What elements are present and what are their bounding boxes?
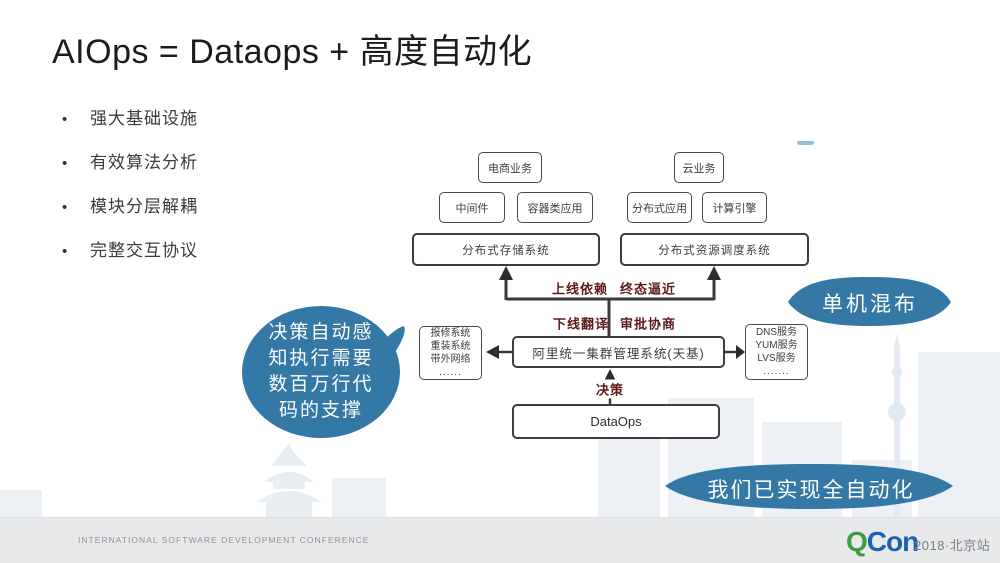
box-label: 电商业务 (488, 162, 532, 175)
bullet-item-protocol: • 完整交互协议 (62, 236, 198, 261)
bullet-item-algorithm: • 有效算法分析 (62, 148, 198, 173)
bullet-dot: • (62, 111, 69, 128)
box-dns-services: DNS服务 YUM服务 LVS服务 ....... (745, 324, 808, 380)
box-dataops: DataOps (512, 404, 720, 439)
box-middleware: 中间件 (439, 192, 505, 223)
conference-edition: 2018·北京站 (914, 538, 991, 553)
bubble-line: 知执行需要 (268, 348, 374, 369)
box-line: 重装系统 (430, 341, 471, 352)
box-compute-engine: 计算引擎 (702, 192, 767, 223)
slide-title-cjk: 高度自动化 (359, 33, 533, 71)
bullet-item-infrastructure: • 强大基础设施 (62, 104, 198, 129)
label-approval-negotiate: 审批协商 (619, 316, 677, 332)
box-label: 计算引擎 (712, 202, 757, 215)
box-label: DataOps (590, 414, 642, 429)
box-container-apps: 容器类应用 (517, 192, 593, 223)
bubble-line: 决策自动感 (268, 322, 374, 343)
box-tianji-cluster-management: 阿里统一集群管理系统(天基) (512, 336, 725, 368)
box-line: ...... (439, 367, 462, 378)
box-label: 中间件 (455, 202, 489, 215)
box-distributed-scheduler: 分布式资源调度系统 (620, 233, 809, 266)
qcon-logo-q: Q (846, 526, 868, 557)
decorative-dash (797, 141, 814, 145)
box-line: YUM服务 (755, 340, 798, 351)
box-line: 报修系统 (430, 328, 471, 339)
bullet-label: 有效算法分析 (90, 153, 198, 172)
bubble-left-caption: 决策自动感 知执行需要 数百万行代 码的支撑 (246, 320, 396, 424)
bullet-dot: • (62, 243, 69, 260)
box-distributed-apps: 分布式应用 (627, 192, 692, 223)
bullet-dot: • (62, 199, 69, 216)
label-final-state-approach: 终态逼近 (619, 281, 677, 297)
box-label: 分布式应用 (632, 202, 687, 215)
bubble-right-caption: 单机混布 (822, 292, 918, 316)
bullet-dot: • (62, 155, 69, 172)
qcon-logo-con: Con (866, 526, 919, 557)
box-repair-systems: 报修系统 重装系统 带外网络 ...... (419, 326, 482, 380)
box-label: 容器类应用 (527, 202, 583, 215)
conference-tagline: INTERNATIONAL SOFTWARE DEVELOPMENT CONFE… (78, 535, 370, 545)
box-label: 阿里统一集群管理系统(天基) (532, 346, 705, 361)
bubble-line: 码的支撑 (278, 400, 363, 421)
label-decision: 决策 (592, 379, 628, 399)
box-line: DNS服务 (755, 327, 798, 338)
footer-bar: INTERNATIONAL SOFTWARE DEVELOPMENT CONFE… (0, 517, 1000, 563)
label-online-dependency: 上线依赖 (551, 281, 609, 297)
box-ecommerce-business: 电商业务 (478, 152, 542, 183)
bullet-label: 模块分层解耦 (90, 197, 198, 216)
box-line: 带外网络 (430, 354, 471, 365)
box-label: 分布式存储系统 (462, 244, 550, 257)
box-label: 云业务 (682, 162, 716, 175)
box-distributed-storage: 分布式存储系统 (412, 233, 600, 266)
bubble-bottom-caption: 我们已实现全自动化 (707, 478, 915, 502)
bullet-item-decoupling: • 模块分层解耦 (62, 192, 198, 217)
box-cloud-business: 云业务 (674, 152, 724, 183)
bullet-label: 完整交互协议 (90, 241, 198, 260)
qcon-logo: QCon (846, 526, 919, 558)
label-offline-translate: 下线翻译 (552, 316, 610, 332)
box-label: 分布式资源调度系统 (658, 244, 771, 257)
bullet-label: 强大基础设施 (90, 109, 198, 128)
slide-title-latin: AIOps = Dataops + (52, 33, 360, 71)
box-line: LVS服务 (757, 353, 796, 364)
box-line: ....... (763, 366, 790, 377)
bubble-line: 数百万行代 (268, 374, 374, 395)
slide-title: AIOps = Dataops + 高度自动化 (52, 24, 532, 73)
